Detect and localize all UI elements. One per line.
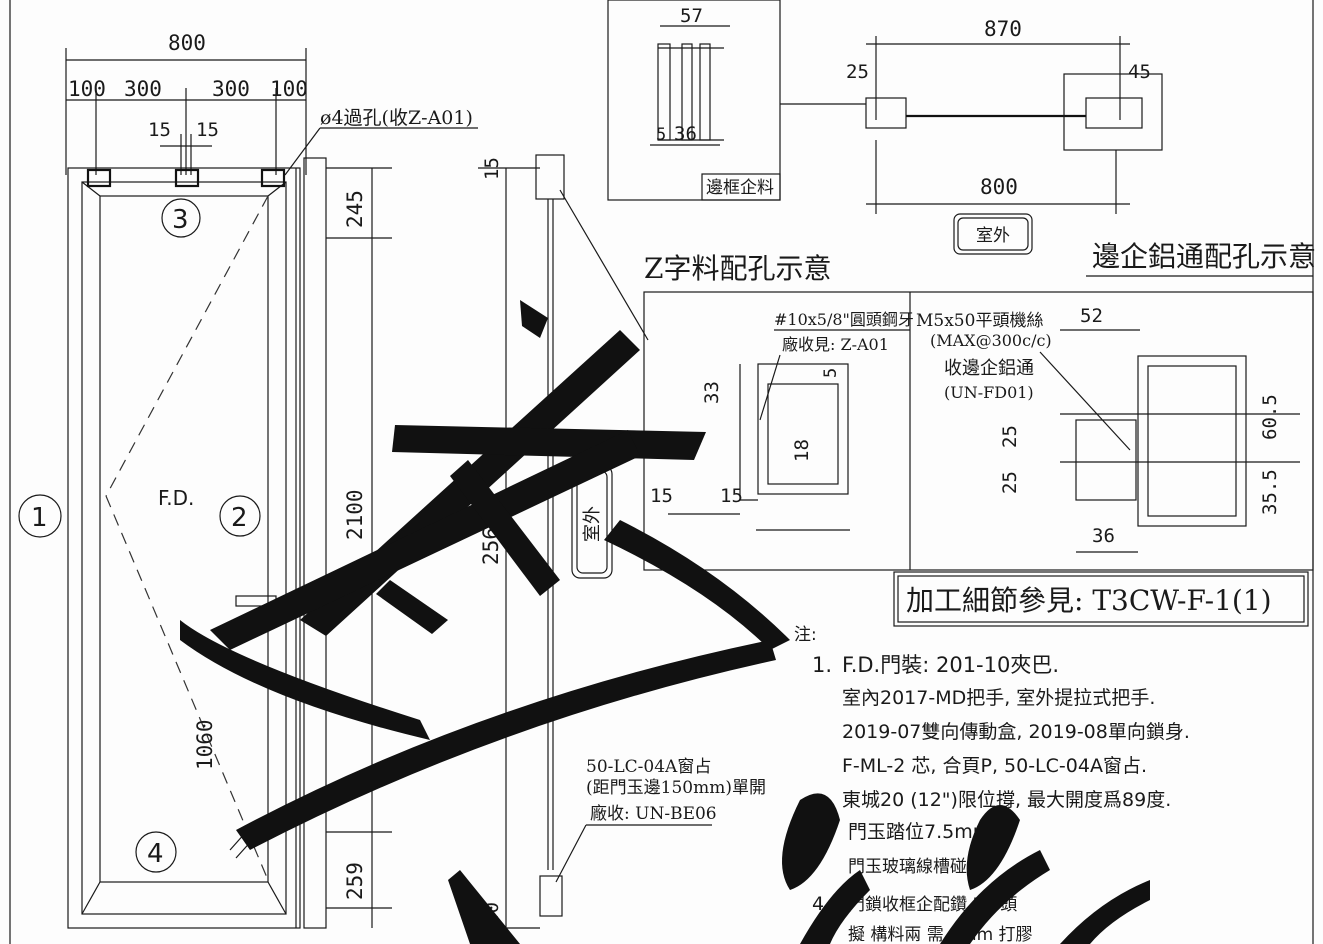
machine-screw-3: 收邊企鋁通	[944, 358, 1034, 379]
callout-4	[135, 831, 177, 873]
dim-52: 52	[1080, 305, 1103, 327]
machine-screw-1: M5x50平頭機絲	[916, 311, 1043, 331]
dim-60-5: 60.5	[1259, 394, 1281, 440]
note-1-line-1: F.D.門裝: 201-10夾巴.	[842, 653, 1059, 677]
note-1-line-3: 2019-07雙向傳動盒, 2019-08單向鎖身.	[842, 721, 1190, 743]
dim-300-left: 300	[124, 77, 162, 101]
dim-15a: 15	[650, 485, 673, 507]
callout-2	[219, 495, 261, 537]
dim-35-5: 35.5	[1259, 469, 1281, 515]
dim-100-right: 100	[270, 77, 308, 101]
callout-3	[161, 198, 201, 238]
note-5: 擬 構料兩 需 2mm 打膠	[848, 925, 1033, 944]
detail-ref-box	[893, 571, 1309, 627]
dim-18: 18	[791, 439, 813, 462]
edge-frame-label: 邊框企料	[706, 178, 774, 198]
notes-block: 注: 1. F.D.門裝: 201-10夾巴. 室內2017-MD把手, 室外提…	[794, 625, 1190, 944]
dim-245: 245	[343, 190, 367, 228]
latch-note-3: 廠收: UN-BE06	[590, 803, 717, 824]
dim-25a: 25	[999, 425, 1021, 448]
note-1-num: 1.	[812, 653, 832, 677]
dim-15-left: 15	[148, 119, 171, 141]
notes-heading: 注:	[794, 625, 817, 645]
svg-text:1: 1	[31, 503, 48, 533]
dim-36: 36	[674, 123, 697, 145]
dim-15b: 15	[720, 485, 743, 507]
dim-259: 259	[343, 862, 367, 900]
note-1-line-4: F-ML-2 芯, 合頁P, 50-LC-04A窗占.	[842, 755, 1147, 777]
hole-note: ø4過孔(收Z-A01)	[320, 107, 473, 129]
dim-2100: 2100	[343, 489, 367, 540]
note-2: 門玉踏位7.5mm	[848, 821, 991, 843]
machine-screw-4: (UN-FD01)	[944, 383, 1034, 402]
latch-note-1: 50-LC-04A窗占	[586, 757, 711, 777]
dim-57: 57	[680, 5, 703, 27]
detail-ref: 加工細節參見: T3CW-F-1(1)	[906, 584, 1272, 617]
screw-note-2: 廠收見: Z-A01	[782, 335, 889, 354]
edge-section-title: 邊企鋁通配孔示意	[1092, 240, 1316, 273]
z-section-title: Z字料配孔示意	[644, 252, 831, 285]
note-1-line-5: 東城20 (12")限位撐, 最大開度爲89度.	[842, 789, 1171, 811]
dim-100-left: 100	[68, 77, 106, 101]
ink-watermark	[180, 300, 1150, 944]
dim-25: 25	[846, 61, 869, 83]
edge-frame-detail: 邊框企料 57 5 36	[607, 0, 781, 201]
dim-25b: 25	[999, 471, 1021, 494]
outside-vertical-label: 室外	[582, 506, 603, 542]
dim-15-right: 15	[196, 119, 219, 141]
svg-text:2: 2	[231, 503, 248, 533]
note-1-line-2: 室內2017-MD把手, 室外提拉式把手.	[842, 687, 1155, 709]
machine-screw-2: (MAX@300c/c)	[930, 331, 1052, 350]
svg-text:3: 3	[172, 205, 189, 235]
dim-870: 870	[984, 17, 1022, 41]
dim-1060: 1060	[193, 719, 217, 770]
plan-view: 870 25 45 800 室外	[846, 17, 1163, 255]
plan-dim-800: 800	[980, 175, 1018, 199]
door-elevation: 800 100 300 300 100 15 15 ø4過孔(收Z-A01) 3	[18, 31, 766, 929]
latch-note-2: (距門玉邊150mm)單開	[586, 778, 766, 798]
dim-300-right: 300	[212, 77, 250, 101]
dim-5: 5	[656, 125, 666, 145]
dim-5-z: 5	[821, 368, 841, 378]
dim-15-top: 15	[481, 157, 503, 180]
dim-800: 800	[168, 31, 206, 55]
dim-33: 33	[701, 381, 723, 404]
plan-outside-label: 室外	[976, 226, 1010, 246]
callout-1	[18, 494, 62, 538]
screw-note-1: #10x5/8"圓頭鋼牙	[774, 310, 914, 329]
note-3: 門玉玻璃線槽碰企	[848, 857, 984, 877]
dim-45: 45	[1128, 61, 1151, 83]
dim-36-edge: 36	[1092, 525, 1115, 547]
svg-text:4: 4	[147, 839, 164, 869]
z-section-detail: #10x5/8"圓頭鋼牙 廠收見: Z-A01 33 5 18 15 15	[643, 291, 1314, 571]
fd-label: F.D.	[158, 486, 194, 510]
edge-section-detail: M5x50平頭機絲 (MAX@300c/c) 收邊企鋁通 (UN-FD01) 5…	[916, 305, 1300, 553]
